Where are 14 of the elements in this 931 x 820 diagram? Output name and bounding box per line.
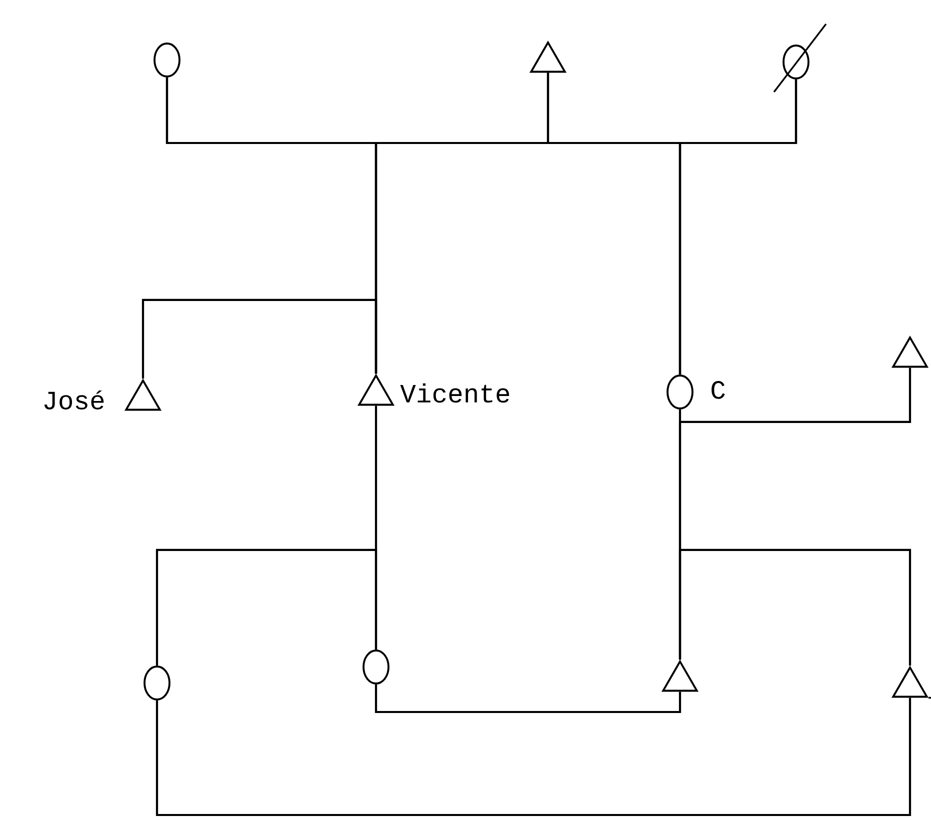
person-name: C xyxy=(712,381,725,399)
deceased-circle xyxy=(773,23,827,93)
kinship-line xyxy=(156,548,378,666)
female-circle xyxy=(154,42,180,78)
kinship-line xyxy=(678,548,912,666)
person-name: José xyxy=(44,390,104,410)
kinship-line xyxy=(678,79,798,375)
female-circle xyxy=(362,650,390,684)
kinship-line xyxy=(142,298,378,379)
person-name: Vicente xyxy=(400,383,510,403)
female-circle xyxy=(144,666,170,700)
kinship-line xyxy=(374,684,682,714)
kinship-line xyxy=(156,698,912,816)
female-circle xyxy=(666,374,694,410)
